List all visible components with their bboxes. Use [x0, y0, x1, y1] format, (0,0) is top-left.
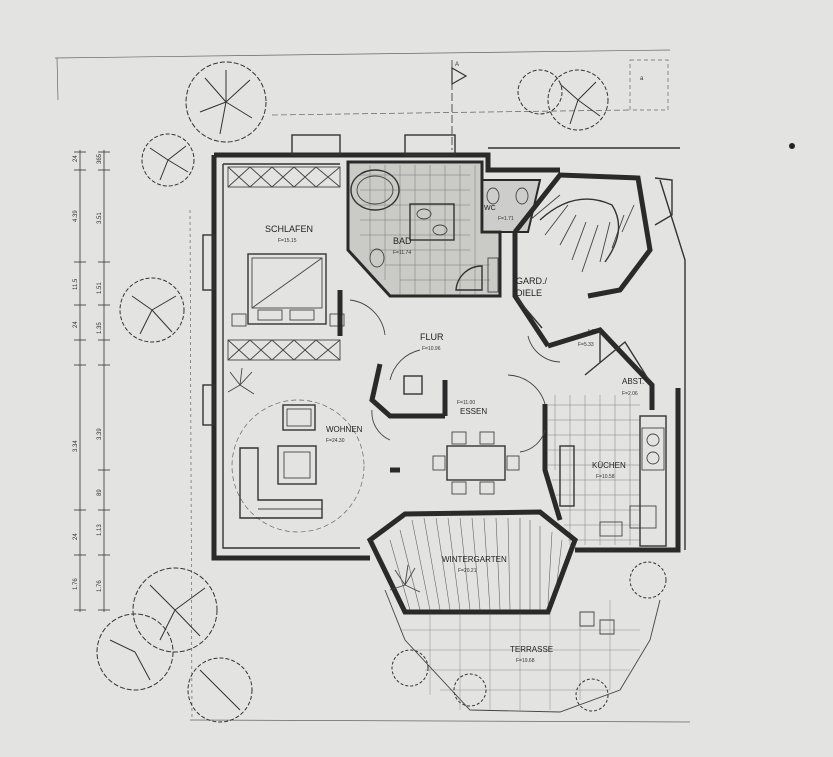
room-wohnen-area: F=24.30 [326, 438, 345, 444]
kitchen-island-icon [559, 445, 575, 507]
kitchen-area [548, 395, 667, 547]
dim-outer-2: 11.5 [73, 278, 79, 290]
palm-plant-living-icon [227, 367, 255, 395]
tree-icons [96, 61, 667, 723]
bed-icon [231, 253, 345, 327]
staircase [513, 172, 673, 299]
bathroom-area [346, 160, 502, 298]
dim-outer-5: 24 [73, 533, 79, 540]
room-bad-label: BAD [393, 236, 412, 246]
tree-mid-left-icon [119, 277, 185, 343]
tree-top-left-icon [185, 61, 267, 143]
palm-plant-icon [389, 564, 421, 593]
wardrobes [227, 166, 341, 361]
room-kuechen-area: F=10.58 [596, 474, 615, 480]
dim-inner-0: 365 [97, 153, 103, 164]
room-hwr-label: HF [588, 329, 597, 336]
room-essen-area: F=11.00 [457, 400, 475, 406]
room-hwr-area: F=5.33 [578, 342, 594, 348]
room-wc-area: F=1.71 [498, 216, 514, 222]
interior-walls [337, 232, 655, 521]
room-abst-label: ABST. [622, 377, 644, 386]
property-boundaries [54, 49, 691, 723]
armchair-icon [282, 404, 316, 431]
room-schlafen-area: F=15.15 [278, 238, 297, 244]
section-marker-label: A [455, 62, 459, 68]
tree-top-right-icon [517, 69, 609, 131]
tree-bottom-mid-icon [391, 649, 487, 707]
terrace-chair-icon [579, 611, 615, 635]
dim-inner-3: 1.35 [97, 322, 103, 334]
section-marker: A a [451, 60, 644, 150]
north-marker-label: a [640, 76, 644, 82]
dim-outer-4: 3.34 [73, 440, 79, 452]
bathtub-icon [350, 169, 400, 211]
room-flur-label: FLUR [420, 332, 444, 342]
room-terrasse-label: TERRASSE [510, 645, 553, 654]
shower-icon [455, 265, 483, 291]
room-gard-label: GARD./ [516, 276, 548, 286]
dining-table-icon [432, 431, 520, 495]
tree-bottom-left-icon [96, 567, 253, 723]
room-wc-label: WC [484, 205, 496, 212]
sofa-icon [239, 447, 323, 519]
room-wintergarten-area: F=20.21 [458, 568, 477, 574]
room-abst-area: F=2.06 [622, 391, 638, 397]
dim-inner-6: 1.13 [97, 524, 103, 536]
dim-inner-7: 1.76 [97, 580, 103, 592]
living-room-furniture [231, 399, 365, 533]
dim-inner-4: 3.39 [97, 428, 103, 440]
room-essen-label: ESSEN [460, 407, 487, 416]
dim-outer-6: 1.76 [73, 578, 79, 590]
dot-mark [789, 143, 795, 149]
room-terrasse-area: F=19.68 [516, 658, 535, 664]
room-diele-label: DIELE [516, 288, 542, 298]
dim-inner-1: 3.51 [97, 212, 103, 224]
room-flur-area: F=10.96 [422, 346, 441, 352]
double-sink-icon [409, 203, 455, 241]
exterior-walls [202, 134, 686, 561]
room-schlafen-label: SCHLAFEN [265, 224, 313, 234]
tree-bottom-right-icon [575, 561, 667, 712]
dimension-chains: 24 4.39 11.5 24 3.34 24 1.76 365 3.51 1.… [73, 150, 110, 612]
dim-inner-5: 89 [97, 489, 103, 496]
room-labels: SCHLAFEN F=15.15 BAD F=11.74 WC F=1.71 G… [265, 205, 644, 664]
room-bad-area: F=11.74 [393, 250, 411, 256]
room-kuechen-label: KÜCHEN [592, 461, 626, 470]
wintergarten-area [227, 367, 578, 615]
tree-left-icon [141, 133, 195, 187]
coffee-table-icon [277, 445, 317, 485]
dim-outer-0: 24 [73, 155, 79, 162]
dim-inner-2: 1.51 [97, 282, 103, 294]
toilet-icon [369, 248, 385, 268]
stove-icon [641, 427, 665, 471]
terrace-area [384, 589, 661, 713]
room-wohnen-label: WOHNEN [326, 425, 363, 434]
room-wintergarten-label: WINTERGARTEN [442, 555, 507, 564]
dim-outer-1: 4.39 [73, 210, 79, 222]
dim-outer-3: 24 [73, 321, 79, 328]
